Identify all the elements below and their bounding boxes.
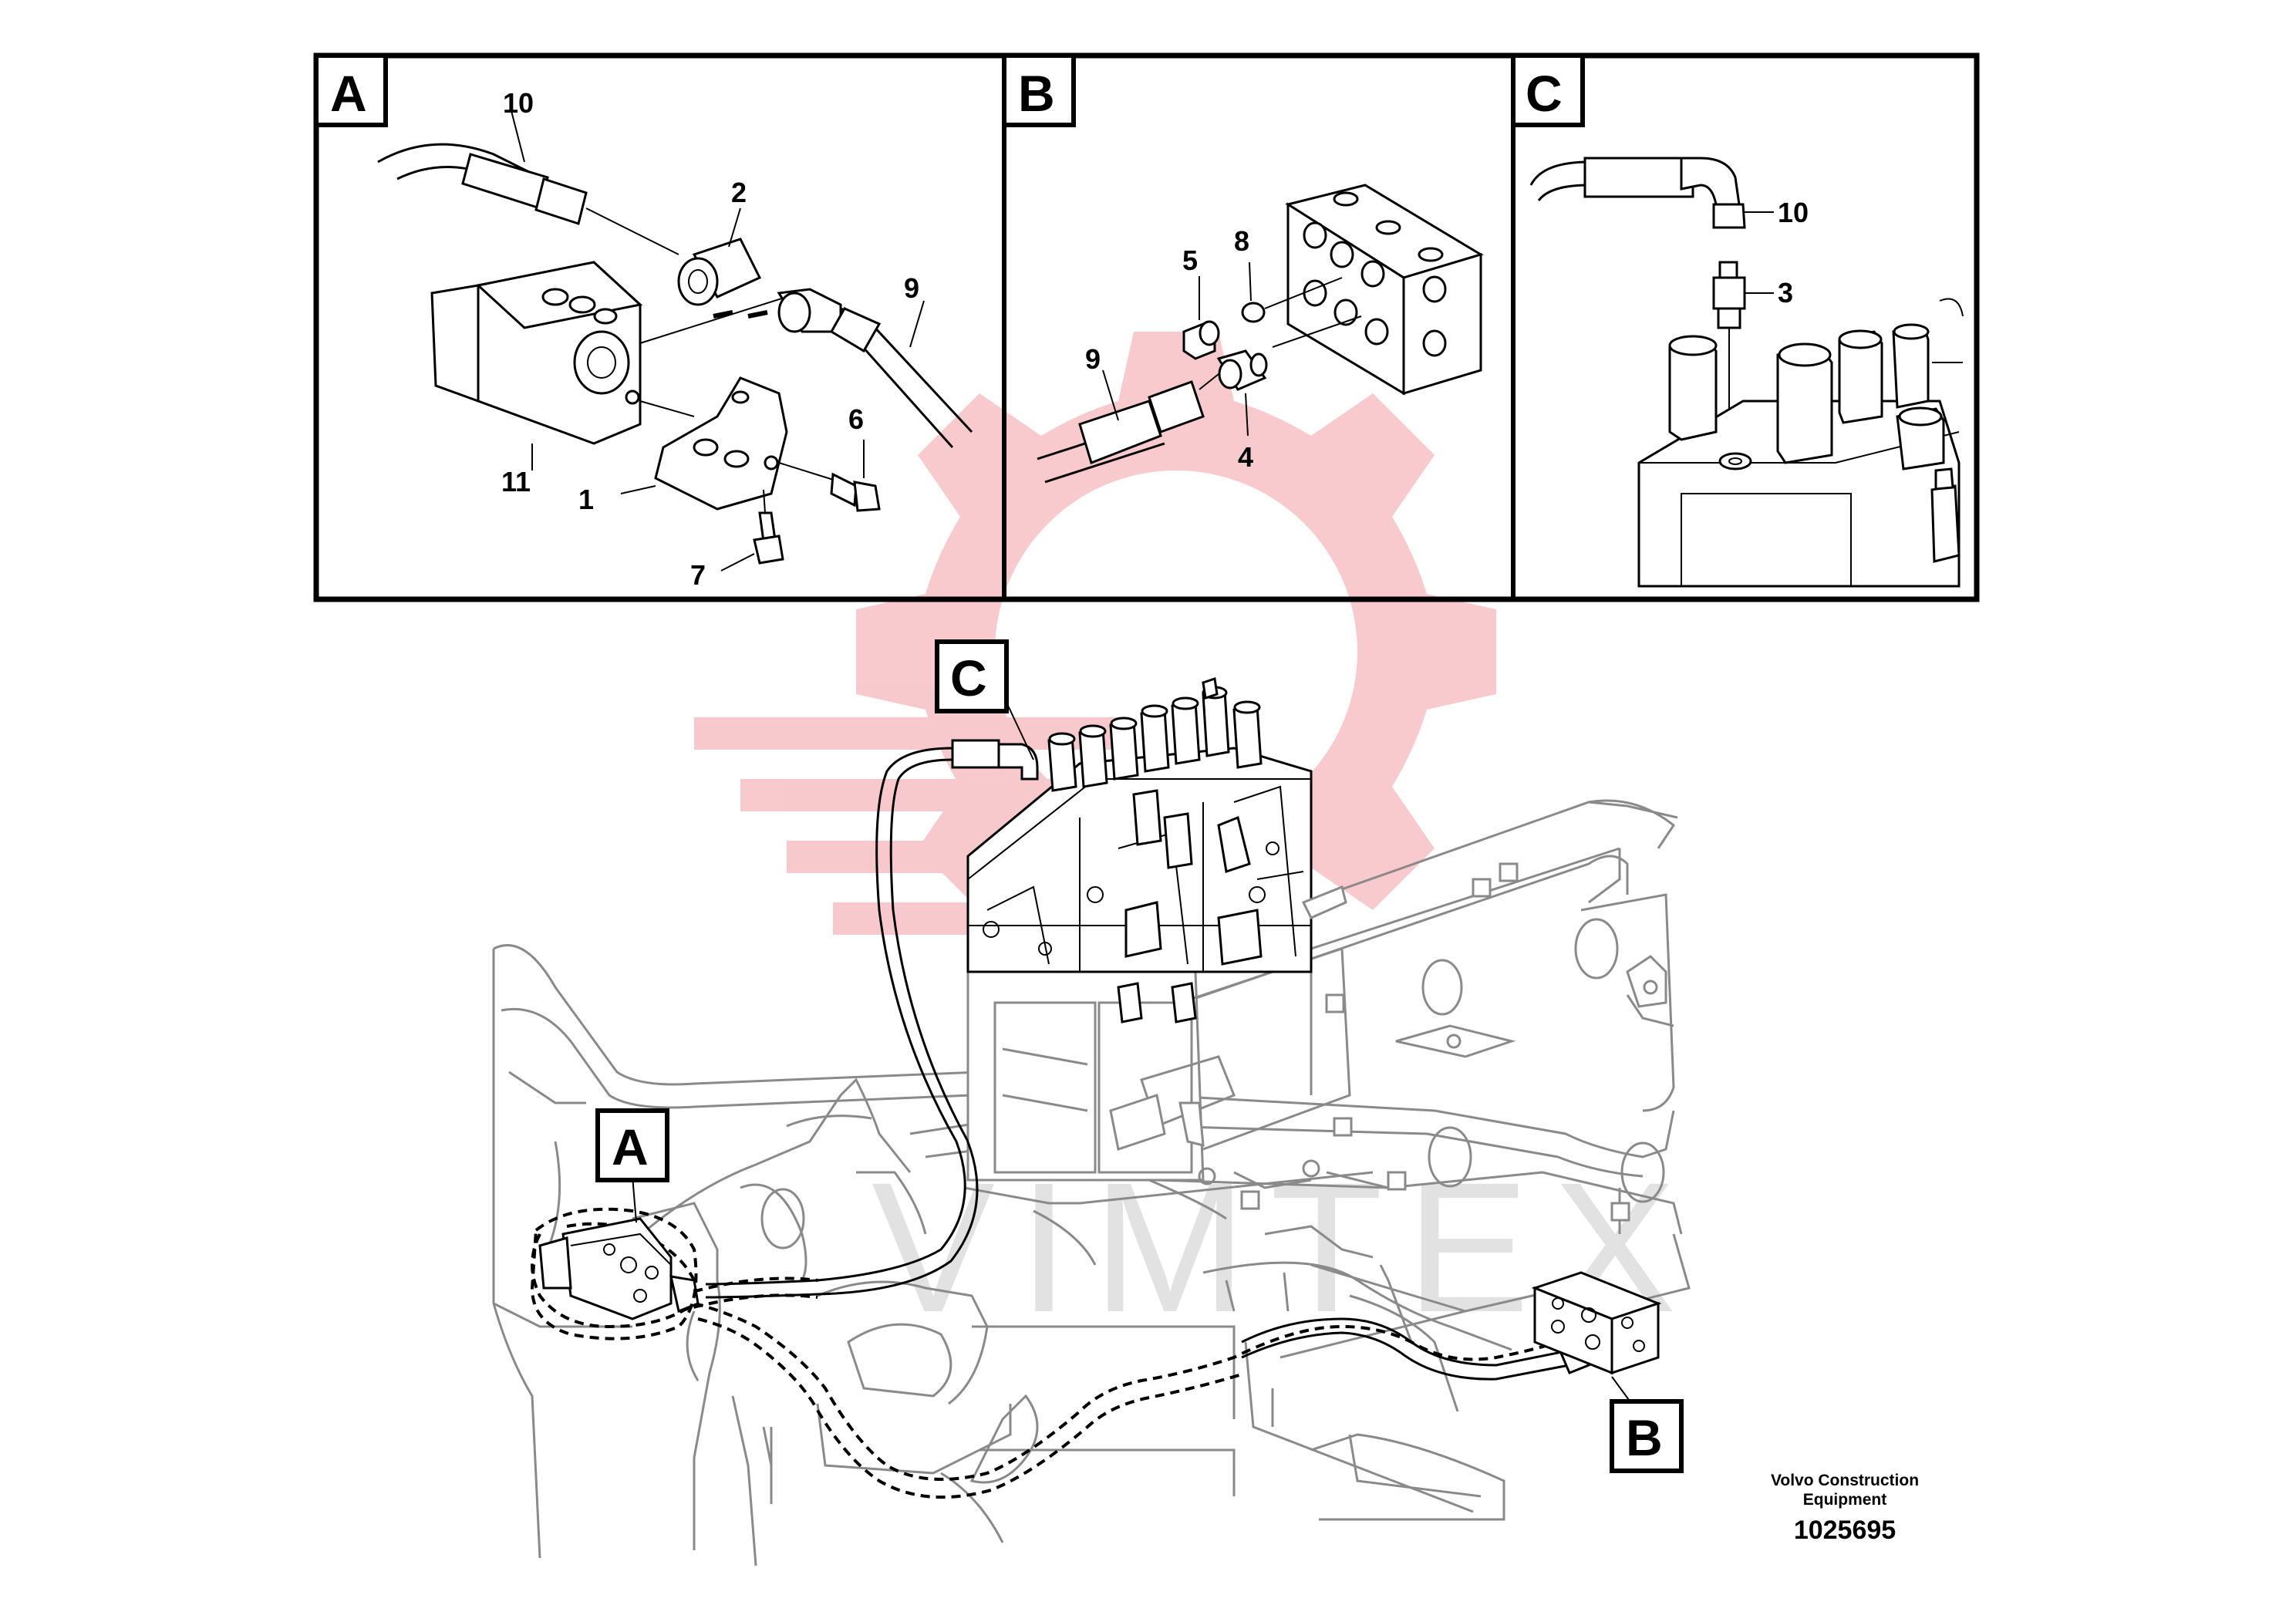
o-ring-8 (1241, 302, 1266, 323)
company-name-line2: Equipment (1803, 1491, 1887, 1509)
panel-a: A (314, 53, 973, 591)
bracket-1 (654, 376, 788, 511)
company-name-line1: Volvo Construction (1771, 1472, 1919, 1489)
panel-c-label-box (1511, 53, 1585, 127)
callout-a-1: 1 (578, 484, 594, 515)
manifold-block-overview-b (1531, 1271, 1662, 1375)
callout-a-10: 10 (503, 87, 534, 119)
watermark-gear (856, 332, 1496, 972)
callout-a-2: 2 (731, 177, 747, 208)
overview-label-c-box (935, 639, 1009, 713)
valve-block-overview-a (530, 1207, 700, 1340)
hose-10-nut (534, 177, 588, 225)
manifold-block-b (1285, 184, 1484, 396)
panel-a-label-box (314, 53, 388, 127)
bolt-7 (753, 511, 784, 565)
hose-10-a (377, 143, 541, 179)
overview-label-c: C (950, 649, 987, 706)
callout-b-4: 4 (1238, 441, 1253, 473)
control-valve-bank-c (1637, 298, 1964, 588)
callout-c-3: 3 (1778, 277, 1793, 309)
hose-overview-c (705, 739, 1039, 1299)
panel-a-letter: A (330, 65, 367, 122)
leader-a (632, 1175, 637, 1223)
overview-label-a: A (612, 1118, 649, 1175)
hose-10-ferrule (461, 153, 549, 210)
callout-b-9: 9 (1085, 343, 1101, 375)
panel-c-letter: C (1526, 65, 1563, 122)
callout-a-9: 9 (904, 272, 919, 304)
drawing-number: 1025695 (1794, 1516, 1896, 1545)
panel-b: B (1002, 53, 1484, 484)
valve-block-11 (430, 261, 643, 445)
panels-outer-frame (313, 52, 1980, 602)
panel-b-label-box (1002, 53, 1076, 127)
bolt-6 (830, 472, 881, 512)
adapter-4 (1216, 349, 1268, 391)
detail-panels (313, 52, 1980, 602)
nut-10-c (1712, 203, 1746, 229)
overview-label-a-box (595, 1108, 669, 1182)
callout-a-6: 6 (848, 403, 864, 435)
panel-b-letter: B (1018, 65, 1055, 122)
plug-5 (1182, 320, 1220, 360)
main-control-valve (966, 677, 1351, 1189)
overview-label-b: B (1626, 1409, 1663, 1466)
adapter-3 (1712, 261, 1746, 329)
callout-a-7: 7 (690, 559, 706, 591)
callout-a-11: 11 (501, 466, 531, 497)
footer: Volvo Construction Equipment 1025695 (1771, 1472, 1919, 1545)
callout-b-5: 5 (1182, 244, 1198, 276)
panel-c: C (1511, 53, 1964, 588)
callout-b-8: 8 (1234, 225, 1249, 257)
leader-b (1611, 1376, 1630, 1401)
overview-assembly: C A B (492, 639, 1691, 1566)
overview-label-b-box (1610, 1399, 1684, 1473)
joint-dashes (713, 310, 768, 319)
callout-c-10: 10 (1778, 197, 1809, 228)
